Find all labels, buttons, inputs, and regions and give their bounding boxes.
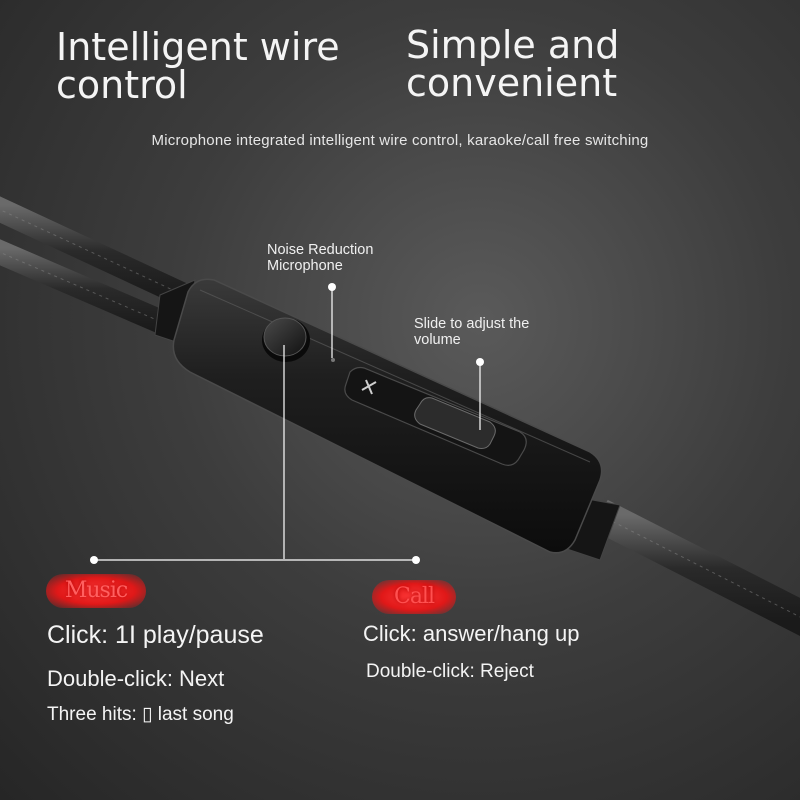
cable-left: [0, 196, 196, 342]
headline-intelligent-wire-control: Intelligent wire control: [56, 28, 376, 104]
subtitle: Microphone integrated intelligent wire c…: [151, 132, 649, 149]
plus-minus-icon: [361, 379, 377, 395]
slider-thumb: [414, 397, 496, 449]
music-double-click-instruction: Double-click: Next: [47, 666, 225, 691]
music-badge: Music: [46, 574, 146, 608]
headline-right-line2: convenient: [406, 61, 618, 105]
noise-label-line1: Noise Reduction: [267, 242, 374, 258]
music-three-hits-instruction: Three hits: ▯ last song: [47, 704, 234, 725]
slide-volume-label: Slide to adjust the volume: [414, 316, 584, 348]
call-double-click-instruction: Double-click: Reject: [366, 661, 534, 682]
headline-right-line1: Simple and: [406, 23, 620, 67]
callout-lines: [90, 283, 484, 564]
multifunction-button: [262, 317, 310, 362]
call-badge: Call: [372, 580, 456, 614]
cable-right: [592, 499, 800, 636]
microphone-hole: [331, 358, 335, 362]
headline-left-line2: control: [56, 63, 188, 107]
noise-label-line2: Microphone: [267, 258, 343, 274]
headline-left-line1: Intelligent wire: [56, 25, 340, 69]
slide-label-line1: Slide to adjust the: [414, 316, 530, 332]
music-click-instruction: Click: 1I play/pause: [47, 621, 264, 649]
slide-label-line2: volume: [414, 332, 461, 348]
volume-slider: [344, 366, 527, 466]
noise-reduction-microphone-label: Noise Reduction Microphone: [267, 242, 427, 274]
headline-simple-and-convenient: Simple and convenient: [406, 26, 766, 102]
call-click-instruction: Click: answer/hang up: [363, 621, 580, 646]
